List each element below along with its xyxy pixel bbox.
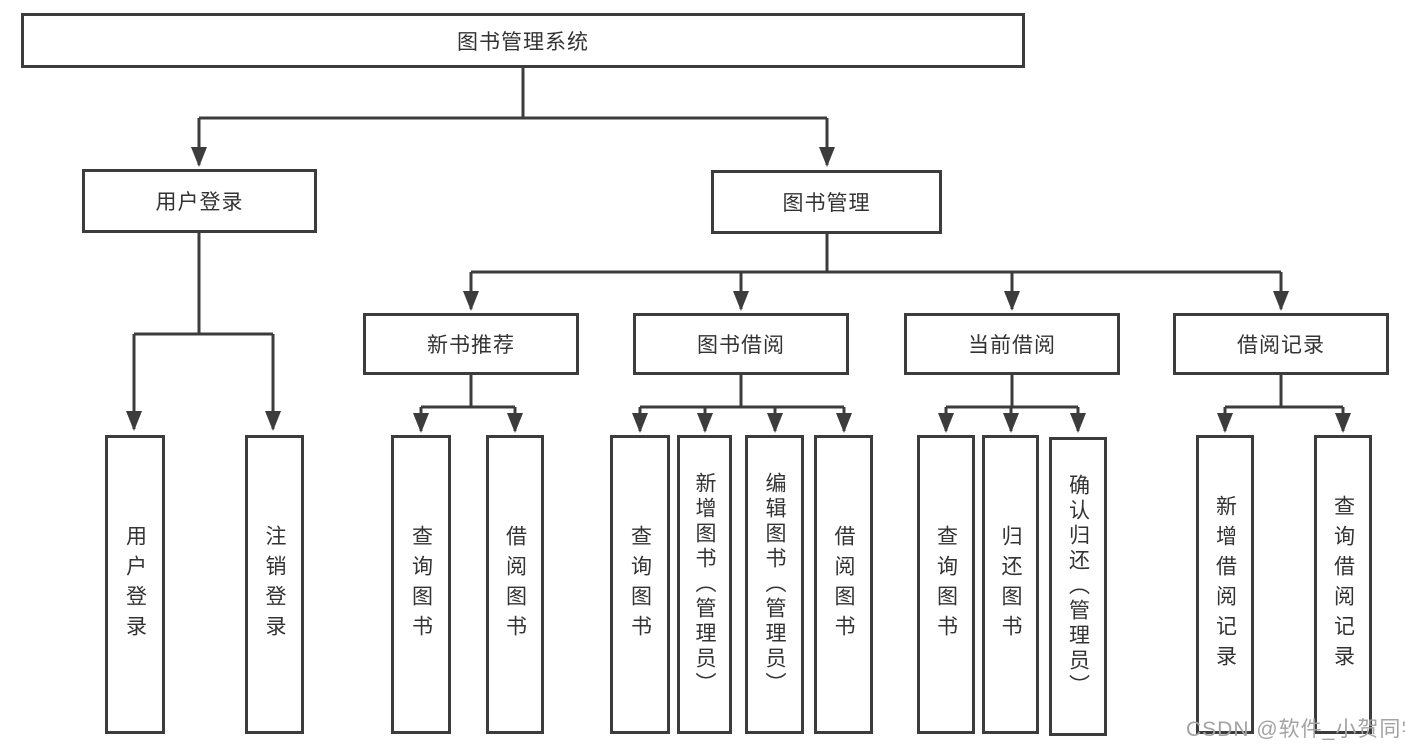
leaf-add-borrow-record-label: 新增借阅记录	[1213, 494, 1237, 675]
leaf-add-borrow-record: 新增借阅记录	[1196, 435, 1254, 734]
leaf-query-books-recommend: 查询图书	[391, 435, 451, 734]
leaf-user-login: 用户登录	[105, 435, 165, 734]
node-book-borrowing: 图书借阅	[633, 313, 849, 375]
leaf-borrow-books-borrowing: 借阅图书	[814, 435, 873, 734]
node-book-management: 图书管理	[711, 170, 942, 234]
leaf-return-books-label: 归还图书	[999, 524, 1022, 645]
leaf-return-books: 归还图书	[982, 435, 1039, 734]
node-borrowing-records: 借阅记录	[1173, 313, 1389, 375]
leaf-edit-book-admin: 编辑图书（管理员）	[745, 435, 804, 734]
leaf-add-book-admin-label: 新增图书（管理员）	[693, 472, 716, 697]
leaf-logout: 注销登录	[245, 435, 304, 734]
leaf-edit-book-admin-label: 编辑图书（管理员）	[763, 472, 786, 697]
csdn-watermark: CSDN @软件_小贺同学	[1186, 718, 1405, 741]
leaf-confirm-return-admin-label: 确认归还（管理员）	[1066, 474, 1090, 699]
leaf-query-books-borrowing-label: 查询图书	[628, 524, 652, 645]
leaf-borrow-books-recommend-label: 借阅图书	[503, 524, 527, 645]
leaf-borrow-books-recommend: 借阅图书	[486, 435, 544, 734]
leaf-user-login-label: 用户登录	[123, 524, 147, 645]
leaf-query-borrow-record-label: 查询借阅记录	[1331, 494, 1355, 675]
node-new-book-recommendation: 新书推荐	[363, 313, 579, 375]
leaf-logout-label: 注销登录	[263, 524, 286, 645]
node-library-management-system: 图书管理系统	[21, 13, 1025, 68]
node-user-login: 用户登录	[82, 169, 317, 233]
leaf-query-borrow-record: 查询借阅记录	[1314, 435, 1372, 734]
leaf-add-book-admin: 新增图书（管理员）	[677, 435, 732, 734]
leaf-confirm-return-admin: 确认归还（管理员）	[1049, 437, 1107, 736]
node-current-borrowing: 当前借阅	[904, 313, 1120, 375]
leaf-query-books-current-label: 查询图书	[934, 524, 958, 645]
leaf-query-books-recommend-label: 查询图书	[409, 524, 433, 645]
leaf-query-books-borrowing: 查询图书	[610, 435, 670, 734]
leaf-borrow-books-borrowing-label: 借阅图书	[832, 524, 855, 645]
leaf-query-books-current: 查询图书	[917, 435, 975, 734]
